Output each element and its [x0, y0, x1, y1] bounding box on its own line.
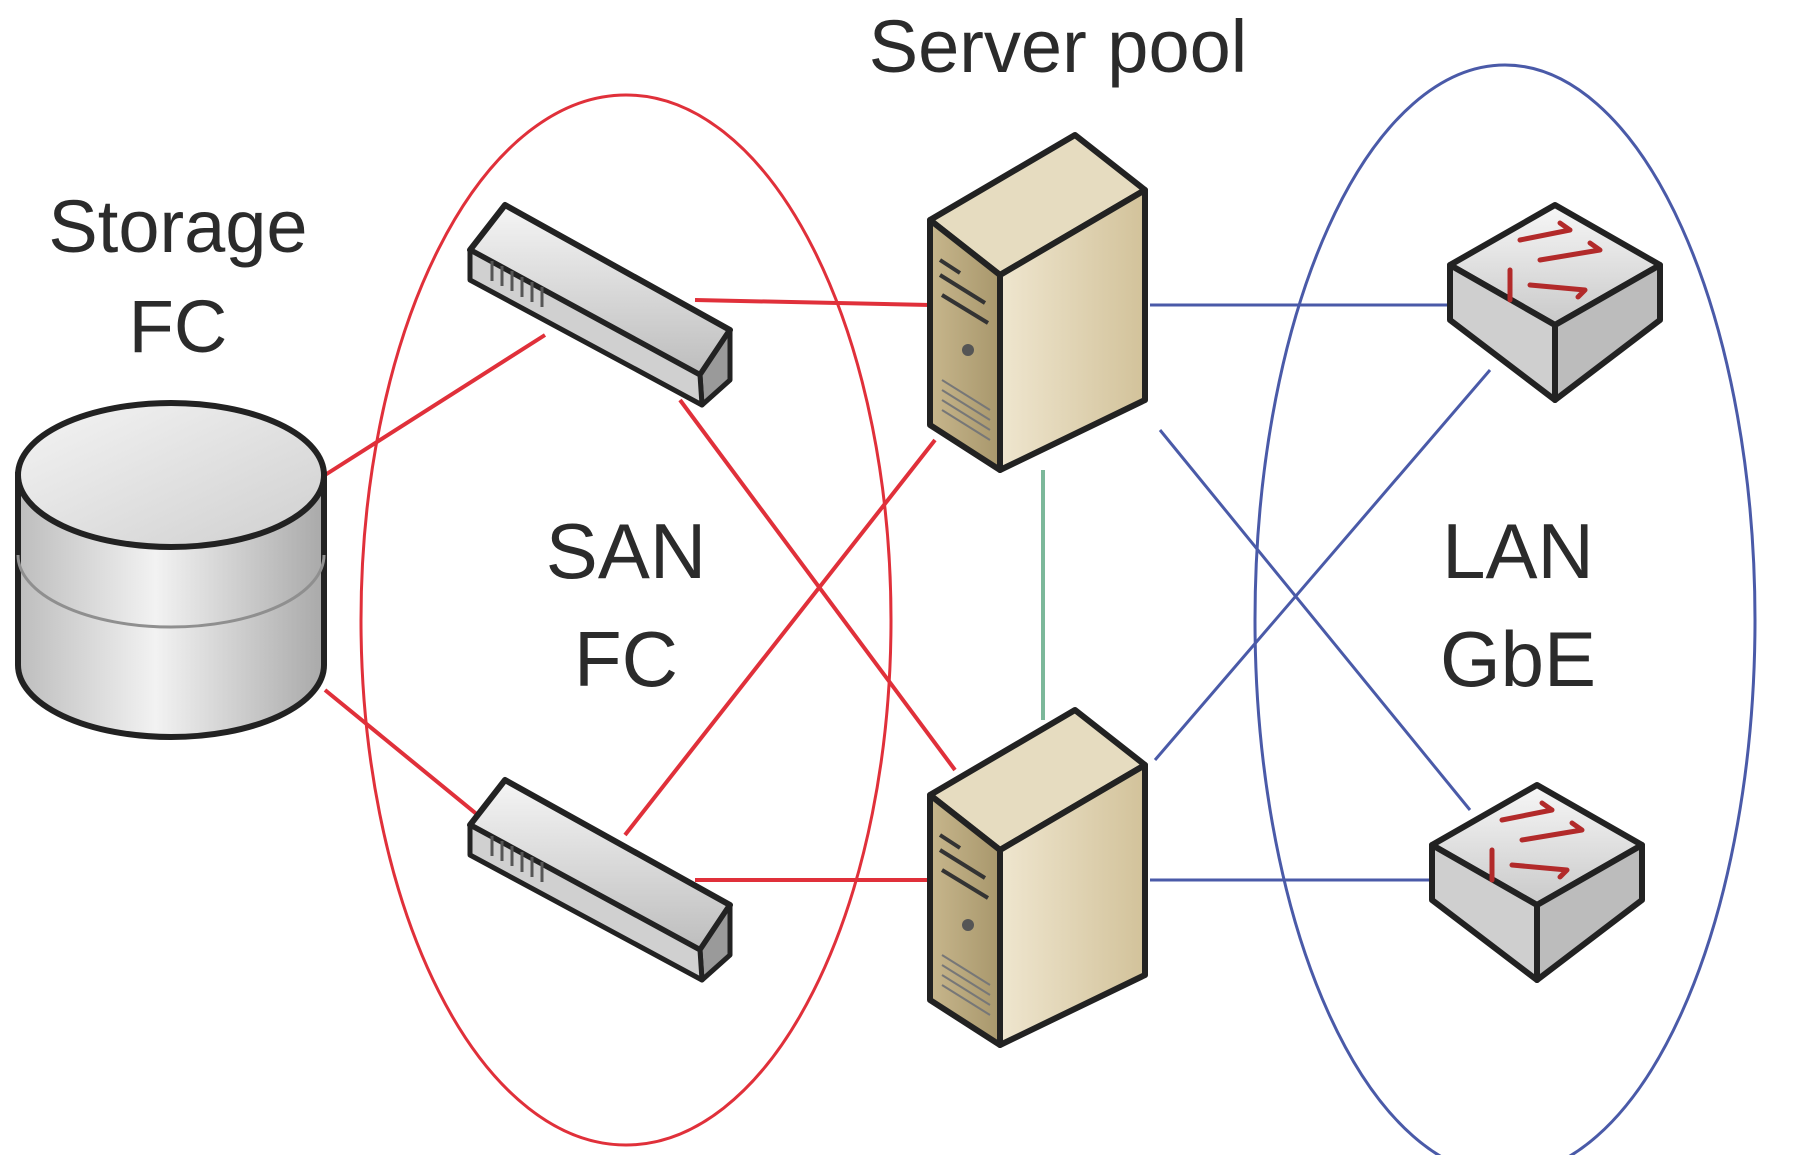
lan-label-line2: GbE [1440, 615, 1596, 703]
san-zone-ellipse [359, 93, 893, 1147]
lan-links [1150, 303, 1492, 882]
disk-storage-icon [15, 400, 327, 740]
fc-switch-icon [467, 202, 733, 408]
san-label-line1: SAN [546, 507, 706, 595]
link-fc-switch-top-server-top [694, 298, 931, 307]
storage-label-line2: FC [129, 285, 228, 368]
tower-server-icon [927, 132, 1148, 473]
fc-switch-icon [467, 777, 733, 983]
lan-zone-ellipse [1253, 63, 1757, 1155]
network-switch-icon [1447, 202, 1663, 403]
lan-label-line1: LAN [1442, 507, 1594, 595]
tower-server-icon [927, 707, 1148, 1048]
link-storage-fc-switch-top [323, 333, 547, 477]
network-switch-icon [1429, 782, 1645, 983]
link-server-top-lan-switch-bottom [1158, 429, 1472, 811]
link-server-bottom-lan-switch-top [1153, 369, 1492, 761]
san-label-line2: FC [574, 615, 678, 703]
link-fc-switch-bottom-server-top [623, 438, 937, 837]
storage-label-line1: Storage [48, 185, 307, 268]
link-fc-switch-top-server-bottom [678, 398, 957, 772]
server-pool-label: Server pool [869, 5, 1247, 88]
